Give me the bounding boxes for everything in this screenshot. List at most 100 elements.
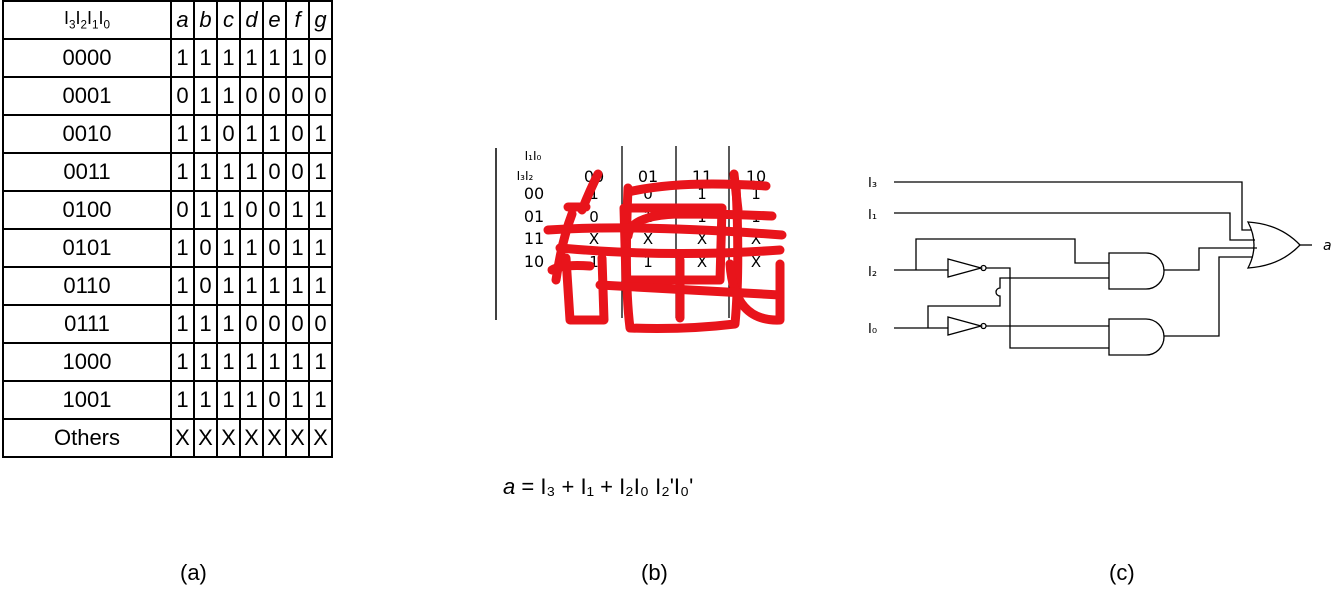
- segment-cell: 0: [262, 228, 287, 268]
- segment-cell: 0: [170, 190, 195, 230]
- caption-b: (b): [641, 560, 668, 585]
- input-cell: 1000: [2, 342, 172, 382]
- circuit-input-label: I₃: [868, 176, 877, 191]
- not-gate-i2: [947, 258, 987, 278]
- kmap-row-label: 01: [524, 207, 544, 226]
- wire-and2-out: [1164, 256, 1253, 337]
- kmap-row-label: 11: [524, 229, 544, 248]
- segment-cell: 1: [239, 266, 264, 306]
- segment-cell: 0: [262, 304, 287, 344]
- kmap-cell: X: [697, 253, 707, 271]
- segment-cell: 0: [262, 152, 287, 192]
- segment-cell: 1: [285, 342, 310, 382]
- input-cell: Others: [2, 418, 172, 458]
- input-cell: 0101: [2, 228, 172, 268]
- segment-cell: 1: [216, 76, 241, 116]
- kmap-grouping-loop: [595, 280, 785, 300]
- segment-cell: 1: [216, 380, 241, 420]
- segment-cell: 0: [216, 114, 241, 154]
- kmap-cell: 0: [589, 208, 599, 226]
- segment-cell: 1: [216, 304, 241, 344]
- segment-cell: 1: [170, 38, 195, 78]
- segment-cell: 0: [285, 152, 310, 192]
- kmap-grouping-loop: [623, 179, 771, 197]
- kmap-row-label: 10: [524, 252, 544, 271]
- kmap-grouping-loop: [725, 259, 785, 325]
- or-gate: [1246, 221, 1301, 269]
- segment-cell: X: [239, 418, 264, 458]
- kmap-loop-layer: [543, 169, 787, 333]
- segment-cell: 1: [170, 266, 195, 306]
- segment-cell: 0: [285, 114, 310, 154]
- wire-i0-branch: [927, 277, 1109, 328]
- segment-cell: 1: [285, 380, 310, 420]
- wire-i2-branch: [915, 238, 1109, 270]
- segment-cell: X: [285, 418, 310, 458]
- input-cell: 0011: [2, 152, 172, 192]
- segment-cell: 1: [308, 380, 333, 420]
- segment-header-c: c: [216, 0, 241, 40]
- segment-cell: 0: [262, 76, 287, 116]
- segment-header-g: g: [308, 0, 333, 40]
- input-var-name: I: [75, 8, 81, 29]
- segment-cell: 0: [262, 380, 287, 420]
- segment-cell: 1: [170, 114, 195, 154]
- segment-cell: 1: [308, 114, 333, 154]
- segment-cell: 1: [193, 380, 218, 420]
- input-cell: 0001: [2, 76, 172, 116]
- segment-cell: 0: [239, 304, 264, 344]
- kmap-row-label: 00: [524, 184, 544, 203]
- segment-cell: 1: [285, 38, 310, 78]
- kmap-cell: 1: [751, 185, 761, 203]
- segment-cell: 1: [216, 38, 241, 78]
- segment-cell: 0: [308, 76, 333, 116]
- kmap-cell: X: [643, 230, 653, 248]
- segment-cell: X: [193, 418, 218, 458]
- segment-cell: 0: [193, 228, 218, 268]
- kmap-cell: X: [697, 230, 707, 248]
- segment-cell: 1: [239, 114, 264, 154]
- kmap-cell: 1: [589, 253, 599, 271]
- kmap-cell: 1: [589, 185, 599, 203]
- kmap-cell: X: [751, 253, 761, 271]
- segment-cell: 1: [285, 266, 310, 306]
- segment-cell: 1: [239, 342, 264, 382]
- segment-cell: 1: [216, 152, 241, 192]
- kmap-cell: 1: [697, 185, 707, 203]
- caption-c: (c): [1109, 560, 1135, 585]
- circuit-input-label: I₂: [868, 265, 877, 280]
- input-var-name: I: [87, 8, 93, 29]
- segment-cell: 1: [285, 190, 310, 230]
- segment-cell: 1: [239, 38, 264, 78]
- segment-cell: 0: [308, 304, 333, 344]
- segment-header-d: d: [239, 0, 264, 40]
- wire-i1: [894, 212, 1255, 241]
- kmap-cell: 1: [643, 253, 653, 271]
- segment-cell: X: [170, 418, 195, 458]
- circuit-output-label: a: [1323, 238, 1332, 254]
- segment-cell: 1: [262, 38, 287, 78]
- segment-cell: 1: [193, 152, 218, 192]
- segment-cell: 1: [308, 266, 333, 306]
- segment-cell: 1: [193, 38, 218, 78]
- kmap-row-variable-label: I₃I₂: [517, 169, 534, 183]
- segment-header-a: a: [170, 0, 195, 40]
- segment-cell: 1: [308, 228, 333, 268]
- kmap-grouping-loop: [543, 223, 787, 240]
- segment-cell: 1: [239, 380, 264, 420]
- segment-cell: 1: [170, 380, 195, 420]
- segment-cell: 1: [216, 190, 241, 230]
- input-var-subscript: 3: [68, 18, 76, 32]
- segment-cell: 0: [239, 76, 264, 116]
